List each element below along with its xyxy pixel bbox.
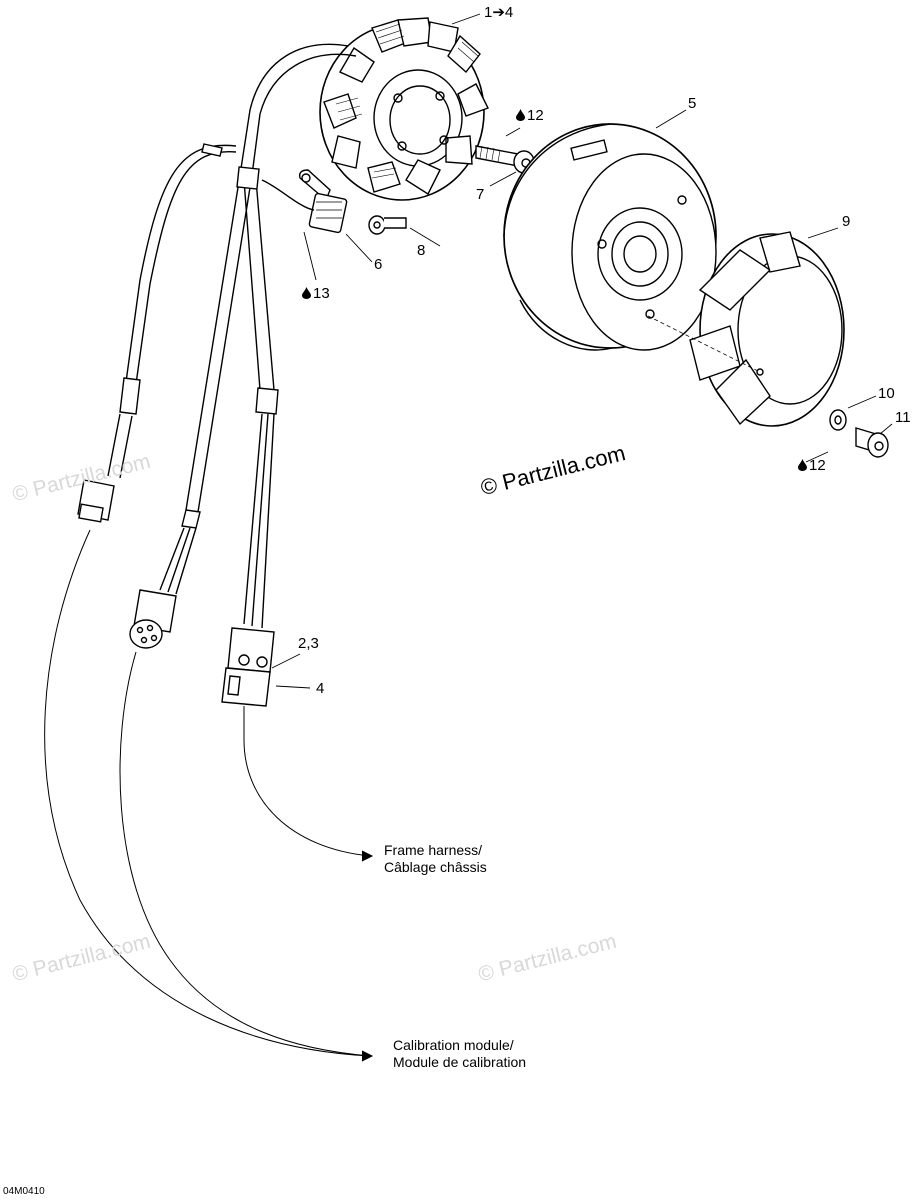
oil-drop-icon (302, 287, 311, 299)
arrow-right-icon: ➔ (492, 4, 505, 21)
stator (239, 17, 489, 201)
frame-harness-fr: Câblage châssis (384, 859, 487, 875)
callout-2-3: 2,3 (298, 635, 319, 652)
calibration-module-note: Calibration module/ Module de calibratio… (393, 1037, 526, 1071)
oil-drop-icon (516, 109, 525, 121)
callout-10: 10 (878, 385, 895, 402)
callout-5: 5 (688, 95, 697, 112)
callout-1-4: 1➔4 (484, 4, 514, 21)
wire-harness (77, 143, 279, 707)
bolt-11 (855, 427, 889, 458)
oil-drop-icon (798, 459, 807, 471)
callout-12-top: 12 (516, 108, 544, 123)
callout-9: 9 (842, 213, 851, 230)
frame-harness-en: Frame harness/ (384, 842, 483, 858)
calibration-en: Calibration module/ (393, 1037, 514, 1053)
figure-code: 04M0410 (3, 1186, 45, 1197)
callout-6: 6 (374, 256, 383, 273)
callout-11: 11 (895, 409, 911, 426)
callout-7: 7 (476, 186, 485, 203)
frame-harness-note: Frame harness/ Câblage châssis (384, 842, 487, 876)
washer-10 (829, 409, 847, 431)
callout-12-bottom: 12 (798, 458, 826, 473)
leader-lines (271, 13, 893, 689)
screw-8 (368, 215, 407, 235)
callout-8: 8 (417, 242, 426, 259)
calibration-fr: Module de calibration (393, 1054, 527, 1070)
pickup-sensor (261, 169, 348, 234)
routing-arrows (44, 529, 374, 1062)
ring-gear (647, 231, 845, 427)
callout-13: 13 (302, 286, 330, 301)
callout-4: 4 (316, 680, 325, 697)
flywheel (503, 123, 717, 351)
